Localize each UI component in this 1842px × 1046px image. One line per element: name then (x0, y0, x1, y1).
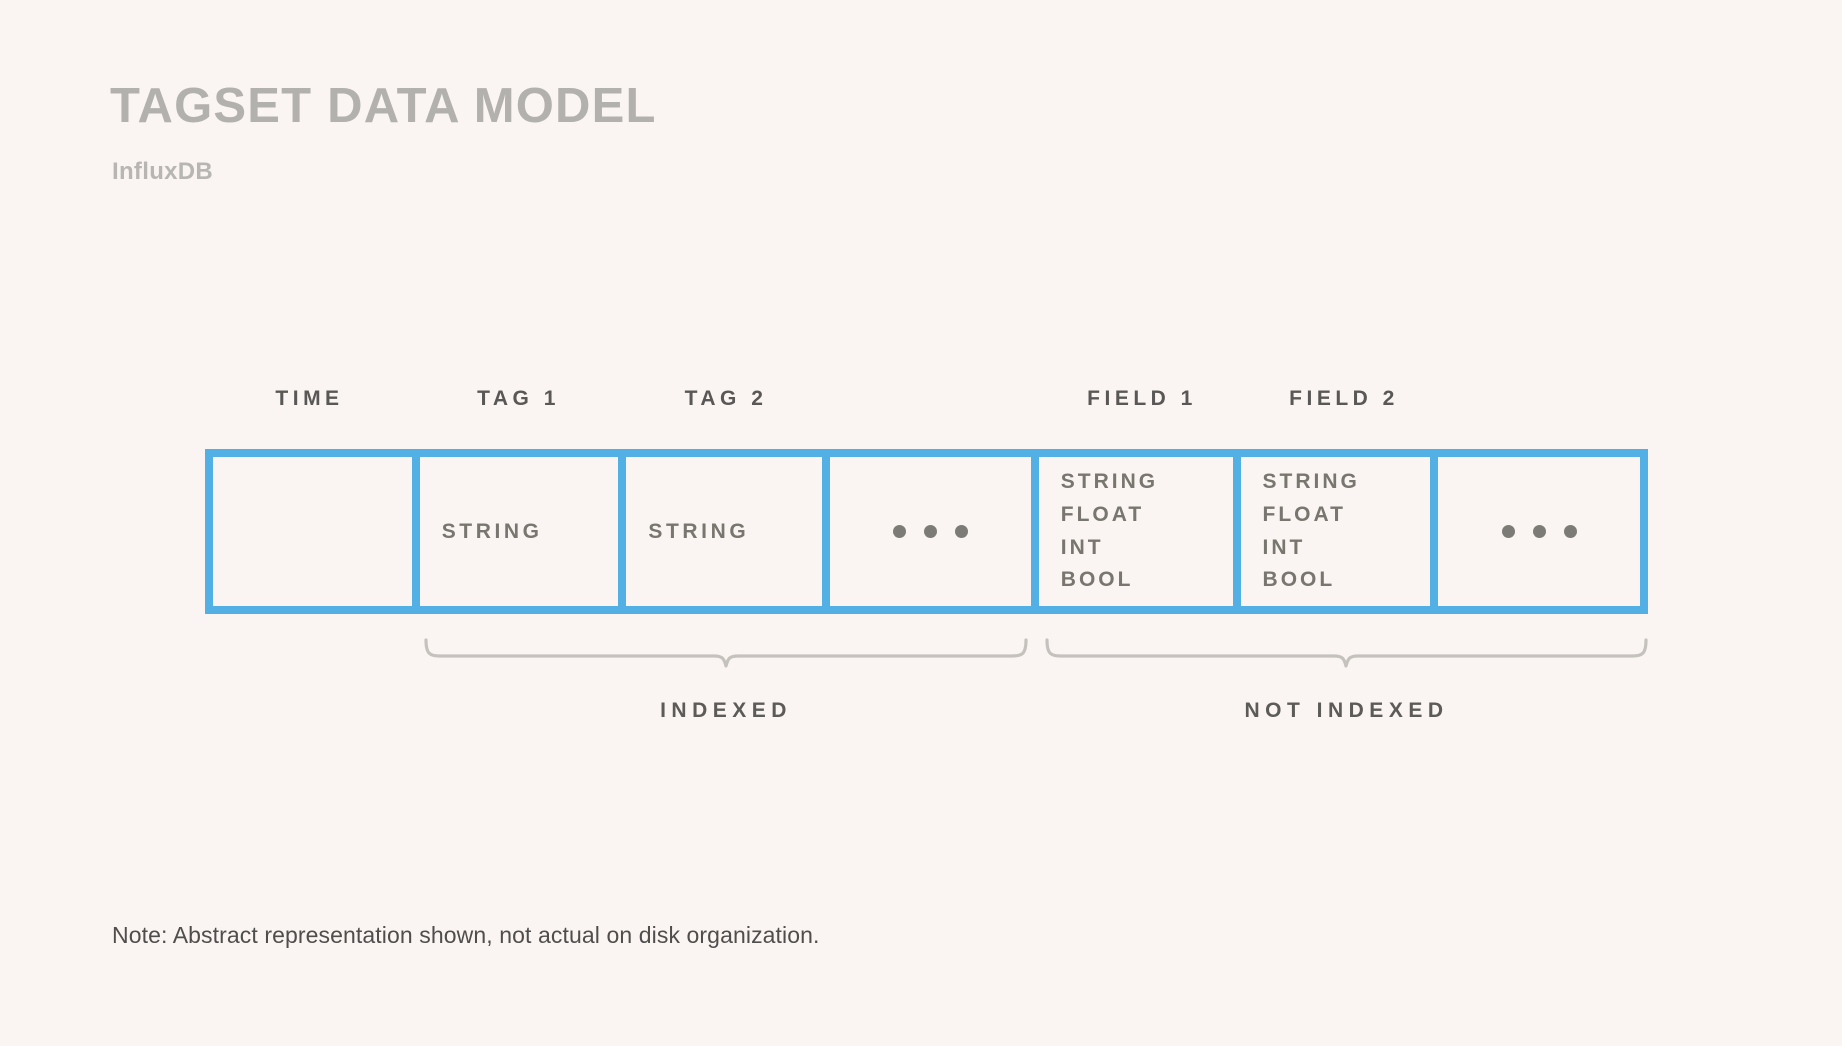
group-label-not-indexed: NOT INDEXED (1244, 699, 1449, 722)
ellipsis-dot (1532, 525, 1546, 538)
cell-field-2-type-float: FLOAT (1262, 502, 1346, 526)
cell-tag-1-value: STRING (441, 520, 543, 543)
cell-tag-2-value: STRING (648, 520, 750, 543)
cell-field-2-content: STRING FLOAT INT BOOL (1241, 466, 1431, 596)
column-header-field-1: FIELD 1 (1087, 387, 1197, 410)
cell-tag-2-content: STRING (626, 521, 822, 542)
tagset-table: STRING STRING STRING FLOAT INT BOO (205, 449, 1648, 614)
column-header-field-2: FIELD 2 (1289, 387, 1399, 410)
ellipsis-dot (1501, 525, 1515, 538)
cell-time[interactable] (213, 457, 420, 606)
page-title: TAGSET DATA MODEL (110, 79, 657, 133)
bracket-not-indexed (1045, 638, 1648, 668)
ellipsis-dot (1563, 525, 1577, 538)
footnote: Note: Abstract representation shown, not… (112, 922, 820, 948)
cell-field-1-content: STRING FLOAT INT BOOL (1039, 466, 1233, 596)
cell-tag-more[interactable] (830, 457, 1039, 606)
page-subtitle: InfluxDB (112, 158, 214, 185)
cell-field-1-type-bool: BOOL (1060, 568, 1134, 592)
bracket-indexed (424, 638, 1028, 668)
cell-field-more[interactable] (1438, 457, 1640, 606)
cell-tag-more-content (830, 525, 1031, 538)
group-label-indexed: INDEXED (660, 699, 792, 722)
ellipsis-icon (840, 525, 1021, 538)
cell-field-1-type-int: INT (1060, 535, 1104, 559)
ellipsis-icon (1448, 525, 1630, 538)
column-header-time: TIME (275, 387, 344, 410)
cell-field-2[interactable]: STRING FLOAT INT BOOL (1240, 457, 1439, 606)
cell-field-2-type-string: STRING (1262, 470, 1360, 494)
ellipsis-dot (954, 525, 968, 538)
column-header-row: TIME TAG 1 TAG 2 FIELD 1 FIELD 2 (205, 385, 1648, 421)
cell-tag-1[interactable]: STRING (419, 457, 627, 606)
cell-field-1-type-string: STRING (1060, 470, 1159, 494)
column-header-tag-2: TAG 2 (684, 387, 768, 410)
cell-field-1-type-float: FLOAT (1060, 502, 1145, 526)
cell-tag-1-content: STRING (420, 521, 619, 542)
cell-field-1[interactable]: STRING FLOAT INT BOOL (1038, 457, 1241, 606)
cell-field-2-type-int: INT (1262, 535, 1306, 559)
ellipsis-dot (923, 525, 937, 538)
cell-field-more-content (1438, 525, 1640, 538)
ellipsis-dot (892, 525, 906, 538)
cell-tag-2[interactable]: STRING (626, 457, 831, 606)
cell-field-2-type-bool: BOOL (1262, 568, 1336, 592)
column-header-tag-1: TAG 1 (477, 387, 560, 410)
